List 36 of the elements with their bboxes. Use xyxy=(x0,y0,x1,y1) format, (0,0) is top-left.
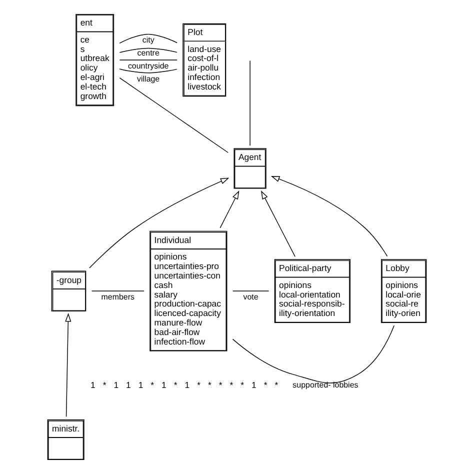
label: * xyxy=(218,380,222,390)
connector xyxy=(91,290,144,292)
label: * xyxy=(197,380,200,390)
arrow xyxy=(65,313,72,417)
label: 1 xyxy=(162,380,166,390)
label: * xyxy=(174,380,178,390)
edge-label: countryside xyxy=(128,62,169,71)
connector xyxy=(119,48,178,53)
edge-label: centre xyxy=(137,48,160,58)
label: * xyxy=(150,380,154,390)
label: * xyxy=(264,380,268,390)
arrow xyxy=(261,190,296,257)
arrow xyxy=(220,190,240,228)
arrow xyxy=(89,178,230,268)
arrow xyxy=(270,176,388,257)
label: * xyxy=(230,380,234,390)
connector xyxy=(119,78,228,153)
label: 1 xyxy=(184,380,190,390)
label: * xyxy=(102,380,106,390)
edge-label: vote xyxy=(243,292,258,302)
label: 1 xyxy=(90,380,96,390)
label: 1 xyxy=(138,380,144,390)
connector xyxy=(232,290,270,292)
label: * xyxy=(240,380,244,390)
label: * xyxy=(208,380,212,390)
connector xyxy=(119,68,178,74)
label: * xyxy=(274,380,278,390)
label: 1 xyxy=(114,380,119,390)
edge-label: supported- lobbies xyxy=(292,380,358,390)
connector xyxy=(232,325,394,384)
label: 1 xyxy=(126,380,131,390)
connector xyxy=(119,34,178,44)
edge-label: members xyxy=(101,292,134,302)
edge-label: city xyxy=(142,35,154,44)
edge-label: village xyxy=(137,74,160,84)
label: 1 xyxy=(252,380,256,390)
